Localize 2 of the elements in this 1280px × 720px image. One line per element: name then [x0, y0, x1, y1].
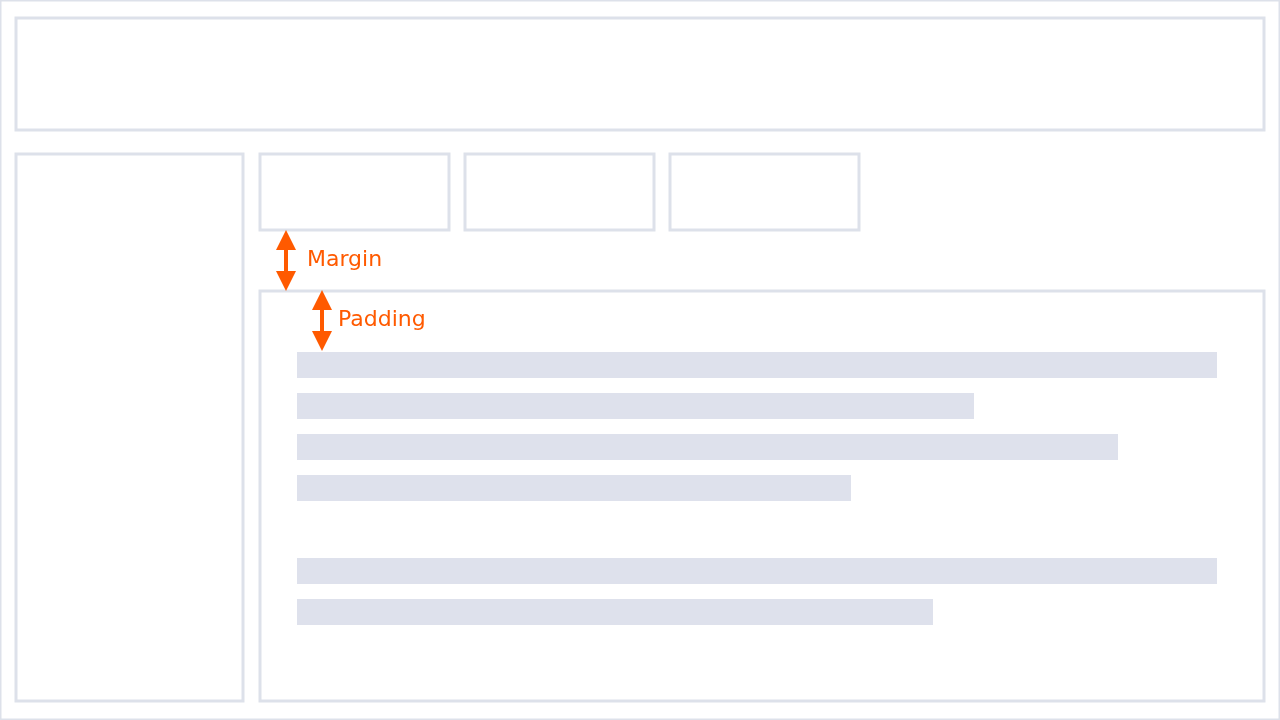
dimension-label: Padding — [338, 306, 426, 332]
dimension-label: Margin — [307, 246, 383, 272]
